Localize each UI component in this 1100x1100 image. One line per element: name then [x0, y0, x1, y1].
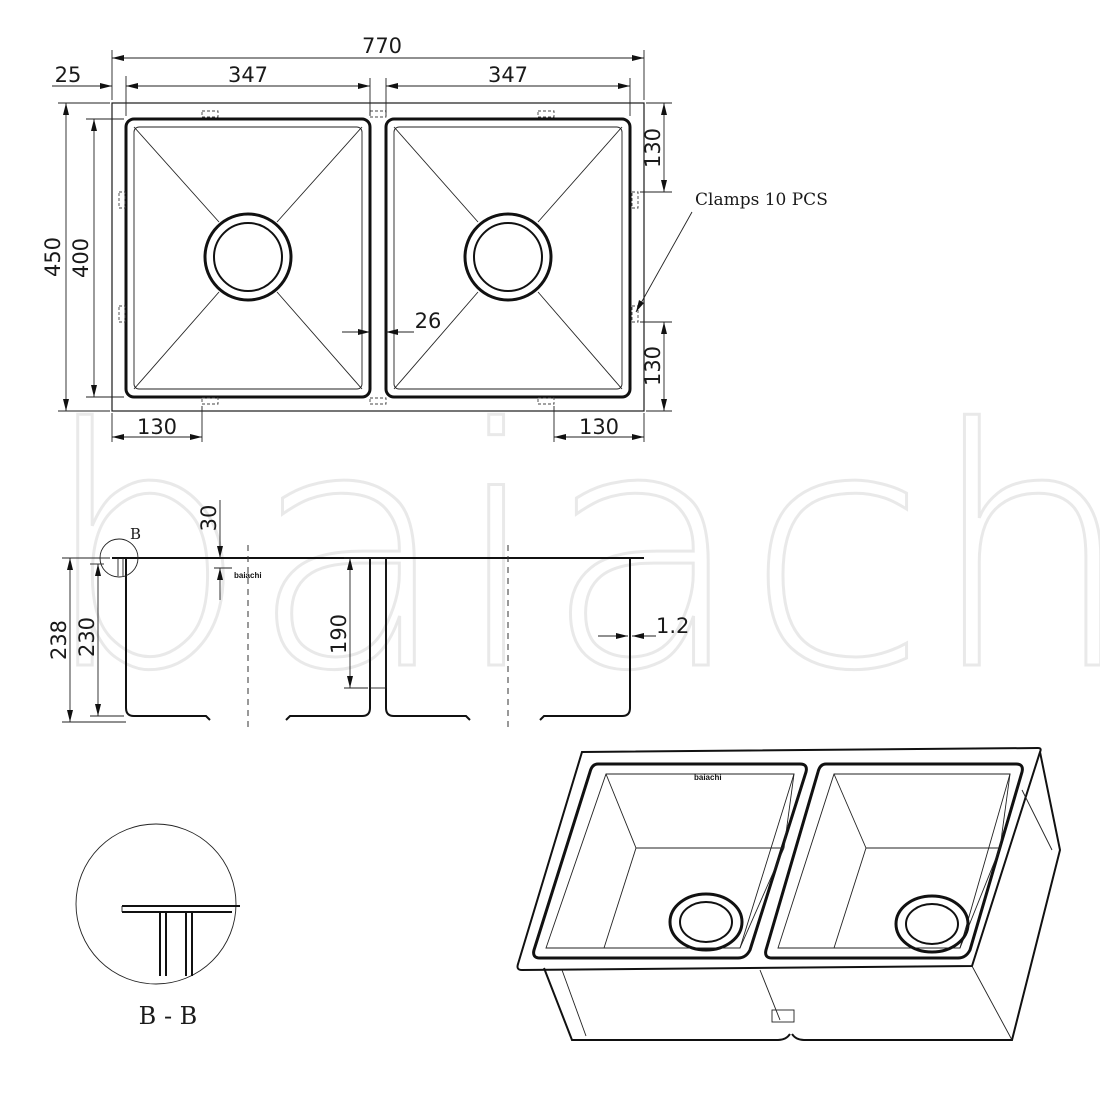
iso-drain-left [668, 892, 744, 952]
detail-b-marker: B [130, 525, 141, 543]
isometric-view: baiachi [516, 746, 1062, 1041]
iso-brand-mark: baiachi [694, 773, 722, 782]
dim-wall-thickness: 1.2 [598, 614, 689, 639]
dim-770-label: 770 [362, 34, 402, 58]
iso-left-bowl-rim [532, 762, 808, 960]
iso-clamp [771, 1009, 795, 1023]
dim-130-bottom-label: 130 [641, 346, 665, 386]
dim-bowl-right: 347 [385, 63, 631, 116]
section-left-wall [125, 558, 211, 721]
dim-divider-gap: 26 [342, 309, 441, 335]
drain-right-outer [463, 212, 553, 302]
dim-130-left-label: 130 [137, 415, 177, 439]
iso-body-left [543, 967, 791, 1041]
dim-clamp-right: 130 [553, 406, 645, 442]
dim-130-top-label: 130 [641, 128, 665, 168]
watermark-text: baiachi [40, 359, 1100, 743]
clamps-note-label: Clamps 10 PCS [695, 190, 828, 210]
divider-bracket [369, 557, 387, 689]
dim-400-label: 400 [69, 238, 93, 278]
dim-clamp-top: 130 [640, 102, 672, 193]
dim-347-right-label: 347 [488, 63, 528, 87]
section-view: baiachi B 30 238 [47, 500, 689, 730]
detail-b-view: B - B [75, 823, 240, 1030]
dim-overall-height: 238 [47, 557, 126, 723]
dim-1-2-label: 1.2 [656, 614, 689, 638]
section-right-wall [539, 558, 631, 721]
dim-190-label: 190 [327, 614, 351, 654]
detail-b-label: B - B [139, 1002, 198, 1030]
plan-left-bowl [124, 117, 372, 399]
dim-347-left-label: 347 [228, 63, 268, 87]
detail-b-outline [75, 823, 237, 985]
dim-130-right-label: 130 [579, 415, 619, 439]
plan-right-bowl [384, 117, 632, 399]
dim-26-label: 26 [415, 309, 442, 333]
dim-divider-height: 190 [327, 557, 368, 689]
dim-bowl-left: 347 [126, 63, 371, 116]
clamp-marks [118, 110, 639, 405]
dim-30-label: 30 [197, 505, 221, 532]
dim-bowl-depth: 400 [69, 118, 124, 398]
plan-outer-rim [111, 102, 645, 412]
section-brand-mark: baiachi [234, 571, 262, 580]
dim-clamp-left: 130 [111, 406, 203, 442]
clamps-note: Clamps 10 PCS [635, 190, 828, 313]
dim-flange-height: 30 [197, 500, 232, 600]
drain-left-outer [203, 212, 293, 302]
drain-right-inner [473, 222, 543, 292]
iso-right-bowl-rim [764, 762, 1024, 960]
iso-body-right [791, 751, 1062, 1041]
section-divider-left [285, 558, 371, 721]
dim-230-label: 230 [75, 617, 99, 657]
dim-overall-length: 770 [111, 34, 645, 100]
section-divider-right [385, 558, 471, 721]
drain-left-inner [213, 222, 283, 292]
dim-450-label: 450 [41, 237, 65, 277]
dim-25-label: 25 [55, 63, 82, 87]
dim-bowl-height: 230 [75, 563, 124, 717]
plan-view: 770 25 347 347 [41, 34, 828, 442]
dim-overall-width: 450 [41, 102, 110, 412]
iso-drain-right [894, 894, 970, 954]
dim-238-label: 238 [47, 620, 71, 660]
dim-flange-edge: 25 [52, 63, 127, 116]
dim-clamp-bottom: 130 [640, 321, 672, 412]
